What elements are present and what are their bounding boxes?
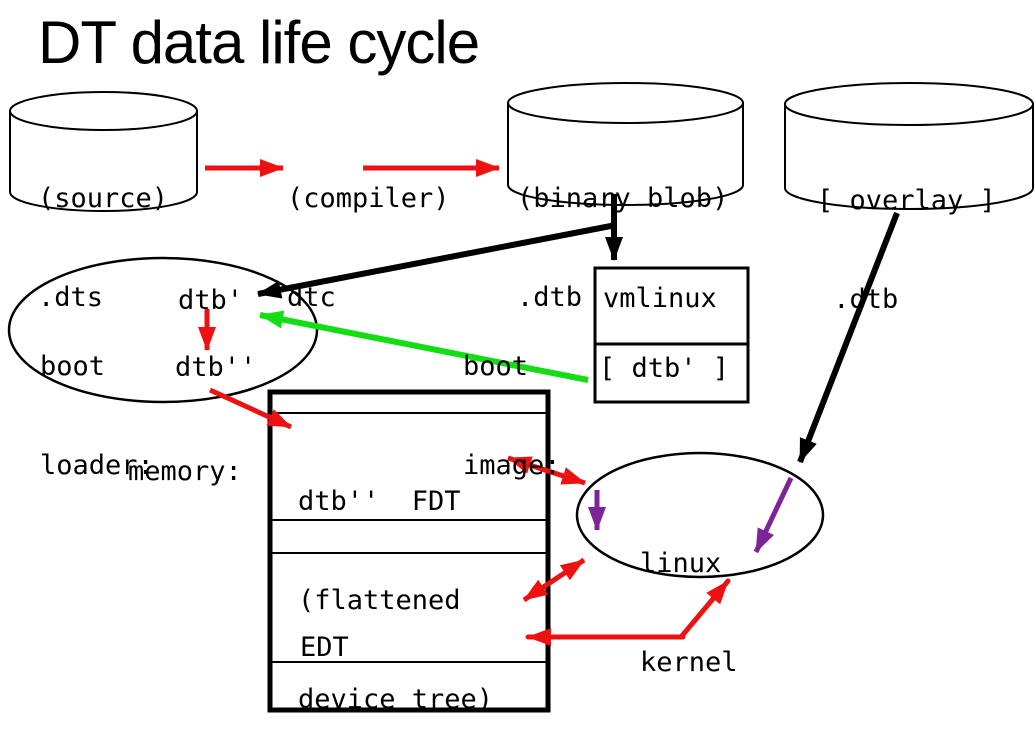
label-line: image: xyxy=(463,450,561,481)
source-cylinder-label: (source) .dts xyxy=(38,116,168,380)
binary-blob-cylinder-top xyxy=(507,82,744,124)
label-line: linux xyxy=(640,548,722,579)
linux-kernel-label: linux kernel xyxy=(640,481,738,732)
source-cylinder-top xyxy=(9,91,198,131)
label-line: .dtb xyxy=(817,284,899,315)
label-line: boot xyxy=(463,351,529,382)
label-line: kernel xyxy=(640,647,738,678)
compiler-label: (compiler) dtc xyxy=(287,116,450,380)
label-line: (compiler) xyxy=(287,183,450,214)
label-line: boot xyxy=(40,351,106,382)
fdt-section-label: dtb'' FDT (flattened device tree) xyxy=(298,419,493,732)
memory-label: memory: xyxy=(128,456,242,487)
source-cylinder-body xyxy=(9,110,198,212)
label-line: [ overlay ] xyxy=(817,185,996,216)
boot-image-label: boot image: xyxy=(463,284,561,548)
arrow-fdt-kernel-bidirectional xyxy=(507,455,586,486)
label-line: dtb'' FDT xyxy=(298,486,461,517)
binary-blob-cylinder-label: (binary blob) .dtb xyxy=(517,116,728,380)
label-line: loader: xyxy=(40,450,154,481)
label-line: .dts xyxy=(38,282,104,313)
page-title: DT data life cycle xyxy=(38,9,480,76)
boot-image-box xyxy=(593,266,750,404)
arrow-dtb-to-bootloader xyxy=(257,222,617,299)
label-line: .dtb xyxy=(517,282,583,313)
arrow-kernel-internal-right xyxy=(753,476,794,554)
arrow-elbow-to-kernel xyxy=(678,578,731,640)
overlay-cylinder-top xyxy=(784,82,1034,126)
dtb-double-prime-label: dtb'' xyxy=(175,352,257,383)
dtb-prime-label: dtb' xyxy=(178,285,244,316)
overlay-cylinder-body xyxy=(784,103,1034,210)
binary-blob-cylinder-body xyxy=(507,102,744,206)
dtb-slot-label: [ dtb' ] xyxy=(599,353,730,384)
boot-loader-ellipse xyxy=(7,256,319,404)
label-line: (source) xyxy=(38,183,169,214)
label-line: (flattened xyxy=(298,585,461,616)
boot-loader-label: boot loader: xyxy=(40,284,154,548)
label-line: EDT xyxy=(300,632,349,663)
label-line: device tree) xyxy=(298,684,494,715)
arrow-overlay-to-kernel xyxy=(797,211,900,464)
label-line: dtc xyxy=(287,282,336,313)
edt-section-label: EDT (expanded device tree) xyxy=(300,565,495,732)
memory-box xyxy=(267,389,551,713)
label-line: (binary blob) xyxy=(517,183,729,214)
overlay-cylinder-label: [ overlay ] .dtb xyxy=(817,118,996,382)
arrow-edt-kernel-bidirectional xyxy=(522,557,586,603)
vmlinux-label: vmlinux xyxy=(603,283,717,314)
arrow-bootimage-dtb-to-bootloader xyxy=(259,310,589,383)
arrow-dtbdoubleprime-to-memory xyxy=(208,387,293,430)
